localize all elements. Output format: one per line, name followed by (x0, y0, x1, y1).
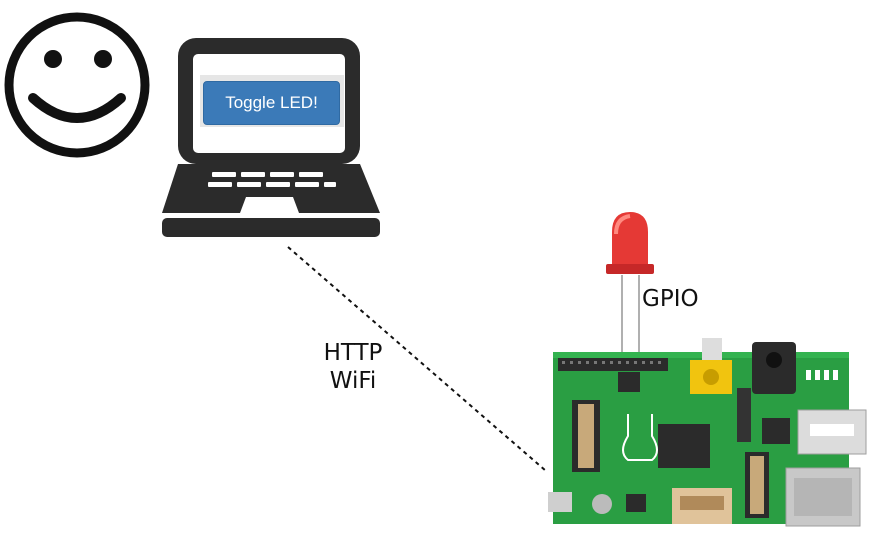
led-icon (606, 212, 654, 360)
wifi-connection-line (287, 246, 547, 472)
connection-network-label: WiFi (329, 368, 377, 394)
gpio-label: GPIO (642, 286, 699, 312)
toggle-led-button[interactable]: Toggle LED! (203, 81, 340, 125)
laptop-icon (162, 38, 380, 237)
connection-protocol-label: HTTP (323, 340, 383, 366)
connection-label: HTTP WiFi (318, 339, 388, 395)
smiley-face-icon (4, 12, 150, 158)
raspberry-pi-board-icon (548, 338, 867, 527)
